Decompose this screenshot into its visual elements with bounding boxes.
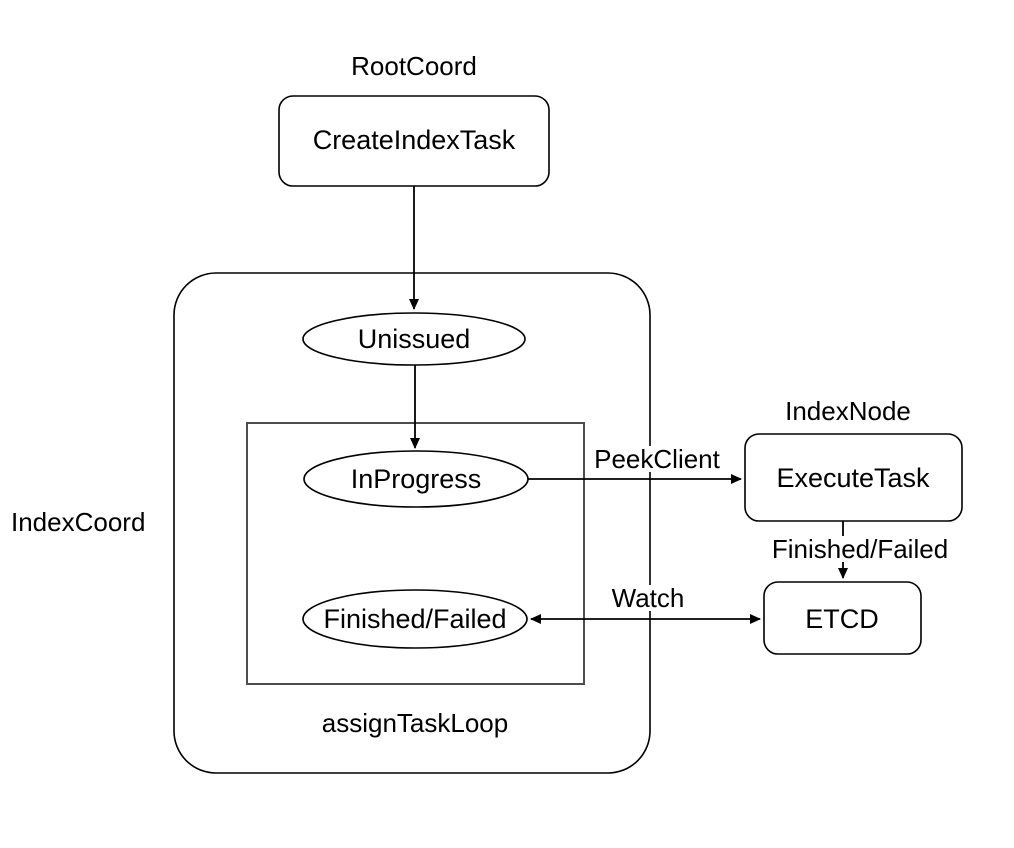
- node-unissued[interactable]: [302, 312, 526, 366]
- node-create-index-task[interactable]: [278, 95, 550, 187]
- node-finished-failed[interactable]: [302, 589, 528, 649]
- node-etcd[interactable]: [763, 581, 922, 655]
- node-in-progress[interactable]: [303, 450, 529, 508]
- node-execute-task[interactable]: [744, 433, 963, 522]
- container-indexcoord: [173, 272, 651, 774]
